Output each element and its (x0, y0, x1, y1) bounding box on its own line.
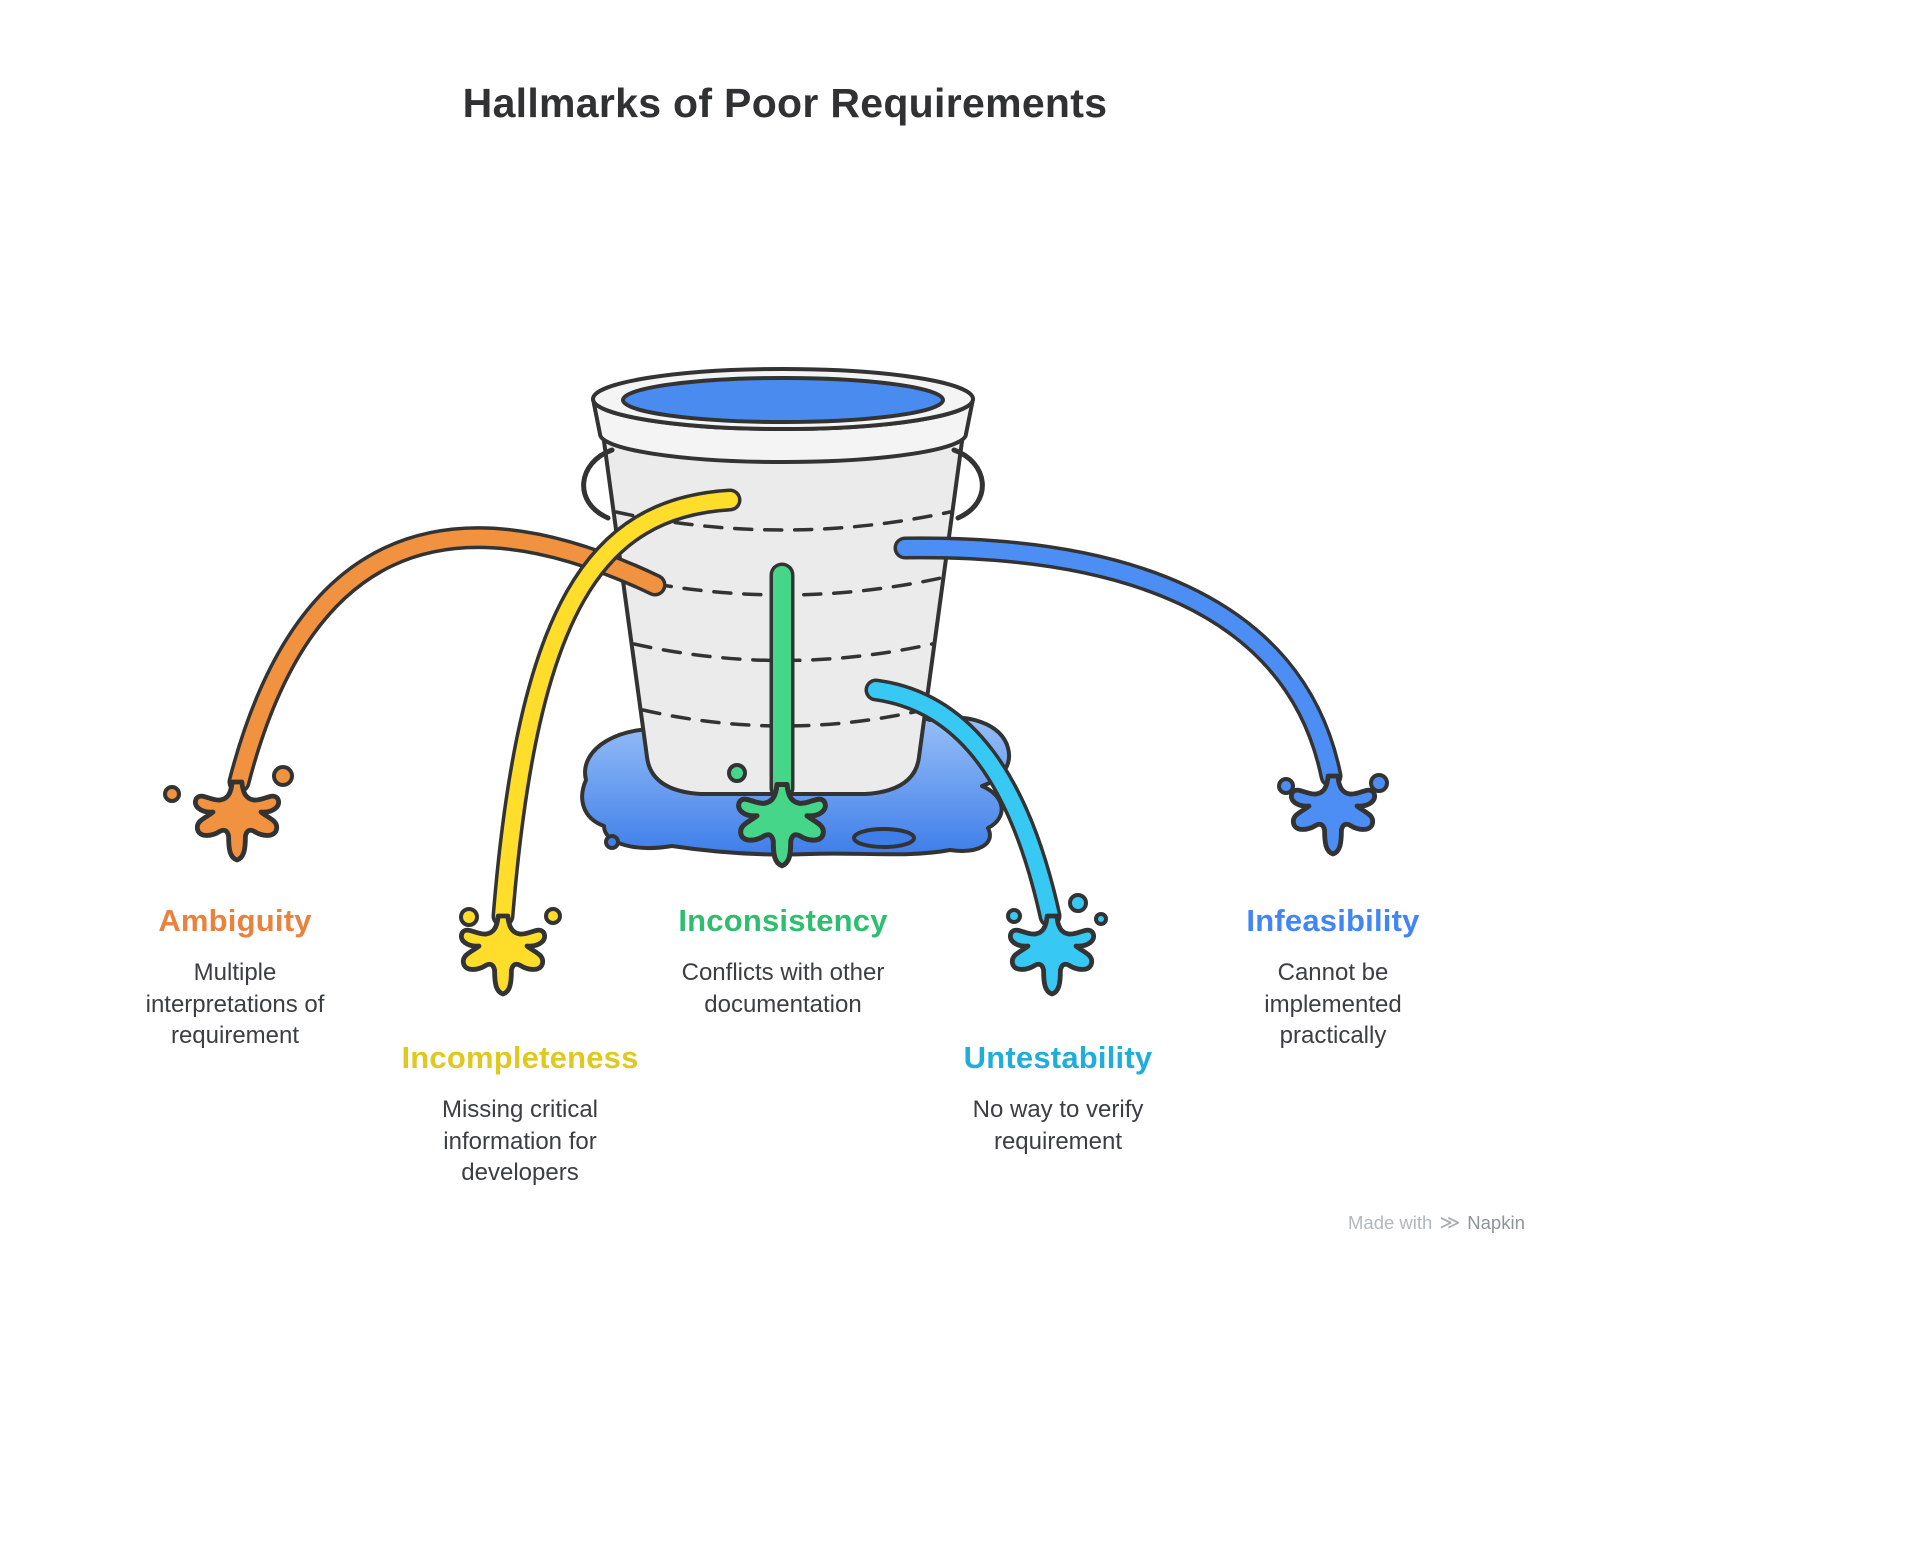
untestability-droplet (1006, 908, 1022, 924)
untestability-label: Untestability (963, 1040, 1153, 1075)
incompleteness-label: Incompleteness (401, 1040, 639, 1075)
untestability-description: No way to verify requirement (972, 1096, 1144, 1155)
inconsistency-description: Conflicts with other documentation (681, 959, 885, 1018)
ambiguity-description: Multiple interpretations of requirement (145, 959, 325, 1050)
puddle-front-drops (604, 827, 916, 850)
ambiguity-droplet (272, 765, 294, 787)
infeasibility-droplet (1277, 777, 1295, 795)
infeasibility-splash (1291, 776, 1374, 854)
bucket-water-surface (621, 376, 945, 424)
bucket-handle-right (951, 447, 985, 521)
item-untestability: Untestability No way to verify requireme… (908, 1040, 1208, 1157)
bucket-dashed-line (641, 708, 925, 728)
item-incompleteness: Incompleteness Missing critical informat… (360, 1040, 680, 1189)
untestability-droplet (1094, 912, 1108, 926)
napkin-logo-icon: ≫ (1439, 1212, 1461, 1234)
ambiguity-splash (195, 782, 278, 860)
inconsistency-stream (727, 562, 825, 866)
ambiguity-droplet (163, 785, 181, 803)
infeasibility-description: Cannot be implemented practically (1264, 959, 1402, 1050)
untestability-splash (1010, 916, 1093, 994)
bucket-handle-left (581, 447, 615, 521)
infeasibility-label: Infeasibility (1246, 903, 1420, 938)
item-ambiguity: Ambiguity Multiple interpretations of re… (85, 903, 385, 1052)
diagram-title: Hallmarks of Poor Requirements (462, 80, 1108, 126)
made-with-text: Made with (1348, 1212, 1433, 1233)
untestability-droplet (1068, 893, 1088, 913)
item-infeasibility: Infeasibility Cannot be implemented prac… (1183, 903, 1483, 1052)
incompleteness-splash (461, 916, 544, 994)
item-inconsistency: Inconsistency Conflicts with other docum… (633, 903, 933, 1020)
incompleteness-droplet (544, 907, 562, 925)
inconsistency-droplet (727, 763, 747, 783)
untestability-stream (864, 678, 1108, 994)
inconsistency-label: Inconsistency (678, 903, 888, 938)
infeasibility-stream (893, 536, 1389, 854)
napkin-watermark: Made with ≫ Napkin (1348, 1212, 1578, 1234)
ambiguity-label: Ambiguity (158, 903, 312, 938)
napkin-brand-text: Napkin (1467, 1212, 1525, 1233)
incompleteness-droplet (459, 907, 479, 927)
incompleteness-stream (459, 488, 742, 994)
ambiguity-stream (163, 526, 667, 860)
incompleteness-description: Missing critical information for develop… (441, 1096, 599, 1187)
infeasibility-droplet (1369, 773, 1389, 793)
